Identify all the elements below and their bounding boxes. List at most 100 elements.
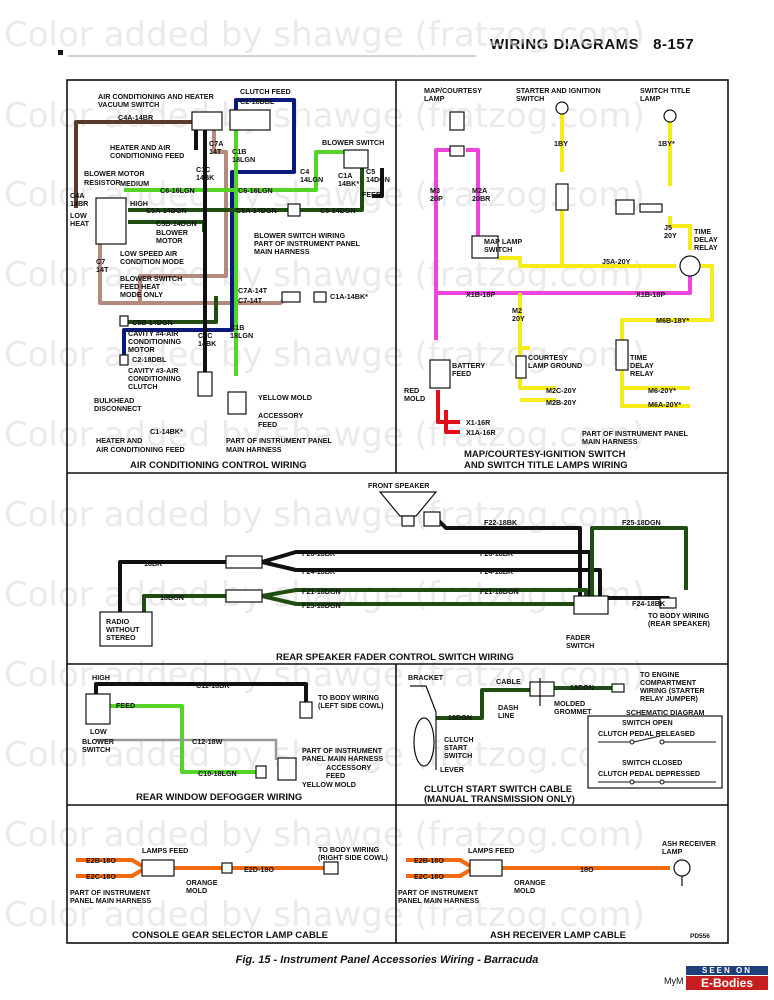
label: X1A-16R	[466, 428, 496, 437]
wire-c2-navy	[122, 98, 296, 360]
label: CLUTCH FEED	[240, 87, 291, 96]
label: RELAY JUMPER)	[640, 694, 699, 703]
label: BATTERY	[452, 361, 485, 370]
body-connector	[323, 861, 339, 875]
label: LOW SPEED AIR	[120, 249, 178, 258]
label: SWITCH	[444, 751, 472, 760]
label: LAMPS FEED	[142, 846, 188, 855]
label: C7A	[209, 139, 223, 148]
label: 20BR	[472, 194, 491, 203]
map-lamp	[449, 111, 465, 131]
figure-code: PD556	[690, 933, 710, 940]
label: SWITCH	[566, 641, 594, 650]
molded-grommet	[529, 681, 555, 697]
label: PART OF INSTRUMENT	[398, 888, 479, 897]
label: FEED	[258, 420, 277, 429]
clutch-connector	[229, 109, 271, 131]
label: PANEL MAIN HARNESS	[302, 754, 383, 763]
label: ACCESSORY	[258, 411, 303, 420]
watermark: Color added by shawge (fratzog.com)	[4, 575, 645, 615]
label: SWITCH TITLE	[640, 86, 691, 95]
label: SWITCH	[82, 745, 110, 754]
label: CLUTCH	[444, 735, 474, 744]
label: 14T	[96, 265, 109, 274]
label: M2A	[472, 186, 487, 195]
figure-caption: Fig. 15 - Instrument Panel Accessories W…	[235, 954, 539, 966]
label: DELAY	[694, 235, 718, 244]
label: MOLDED	[554, 699, 585, 708]
wire-m2-yellow	[518, 293, 556, 390]
bulkhead-connector	[197, 371, 213, 397]
label: M2	[512, 306, 522, 315]
label: (LEFT SIDE COWL)	[318, 701, 384, 710]
cavity4-connector	[119, 315, 129, 327]
watermark: Color added by shawge (fratzog.com)	[4, 96, 645, 136]
label: BRACKET	[408, 673, 444, 682]
panel-title-clutch-1: CLUTCH START SWITCH CABLE	[424, 784, 572, 795]
label: PART OF INSTRUMENT	[70, 888, 151, 897]
label: AIR CONDITIONING AND HEATER	[98, 92, 215, 101]
label: M2B-20Y	[546, 398, 577, 407]
label: RADIO	[106, 617, 130, 626]
wire-m6-yellow	[620, 370, 690, 408]
label: ACCESSORY	[326, 763, 371, 772]
map-lamp-connector	[449, 145, 465, 157]
site-badge[interactable]: MyM SEEN ON E-Bodies	[664, 966, 768, 996]
label: CONDITIONING	[128, 337, 182, 346]
label: 14BK	[196, 173, 215, 182]
label: X1B-18P	[636, 290, 665, 299]
engine-connector	[611, 683, 625, 693]
label: TO BODY WIRING	[648, 611, 710, 620]
label: MOLD	[514, 886, 535, 895]
wire-m3-pink	[434, 148, 456, 340]
site-prefix: MyM	[664, 976, 684, 986]
wire-x1-red	[436, 390, 460, 434]
label: TIME	[630, 353, 647, 362]
label: M2C-20Y	[546, 386, 577, 395]
label: ASH RECEIVER	[662, 839, 717, 848]
wire-j5-yellow	[668, 216, 692, 250]
clutch-wires	[436, 686, 612, 720]
label: M3	[430, 186, 440, 195]
label: VACUUM SWITCH	[98, 100, 159, 109]
outer-frame	[66, 79, 729, 944]
map-text: MAP/COURTESY LAMP STARTER AND IGNITION S…	[404, 86, 718, 471]
label: BLOWER	[82, 737, 115, 746]
label: C1B	[230, 323, 244, 332]
defog-components	[85, 693, 313, 781]
label: (REAR SPEAKER)	[648, 619, 711, 628]
wire-e2b-e2c	[406, 858, 472, 878]
label: ORANGE	[186, 878, 218, 887]
label: DISCONNECT	[94, 404, 142, 413]
label: BLOWER	[156, 228, 189, 237]
label: 18DGN	[448, 713, 472, 722]
label: F24-18BK	[632, 599, 666, 608]
label: J5A-20Y	[602, 257, 631, 266]
label: SWITCH OPEN	[622, 718, 673, 727]
panel-title-map-2: AND SWITCH TITLE LAMPS WIRING	[464, 460, 628, 471]
ignition-switch	[555, 183, 569, 211]
label: PART OF INSTRUMENT PANEL	[226, 436, 333, 445]
title-lamp	[663, 109, 677, 123]
label: AIR CONDITIONING FEED	[96, 445, 185, 454]
ac-wires	[74, 98, 384, 376]
label: PANEL MAIN HARNESS	[398, 896, 479, 905]
label: PART OF INSTRUMENT PANEL	[254, 239, 361, 248]
body-wiring-connector	[299, 701, 313, 719]
label: X1B-18P	[466, 290, 495, 299]
defog-text: HIGH FEED LOW BLOWER SWITCH C11-18BK C12…	[82, 673, 384, 803]
label: 14LGN	[300, 175, 323, 184]
label: E2C-18O	[414, 872, 444, 881]
label: C4A-14BR	[118, 113, 154, 122]
label: LEVER	[440, 765, 465, 774]
label: F24-18BK	[302, 567, 336, 576]
watermark: Color added by shawge (fratzog.com)	[4, 815, 645, 855]
speaker-connector	[423, 511, 441, 527]
label: MODE ONLY	[120, 290, 163, 299]
label: ORANGE	[514, 878, 546, 887]
label: DELAY	[630, 361, 654, 370]
ash-wires	[406, 858, 670, 878]
label: MOLD	[404, 394, 425, 403]
radio	[99, 611, 153, 647]
